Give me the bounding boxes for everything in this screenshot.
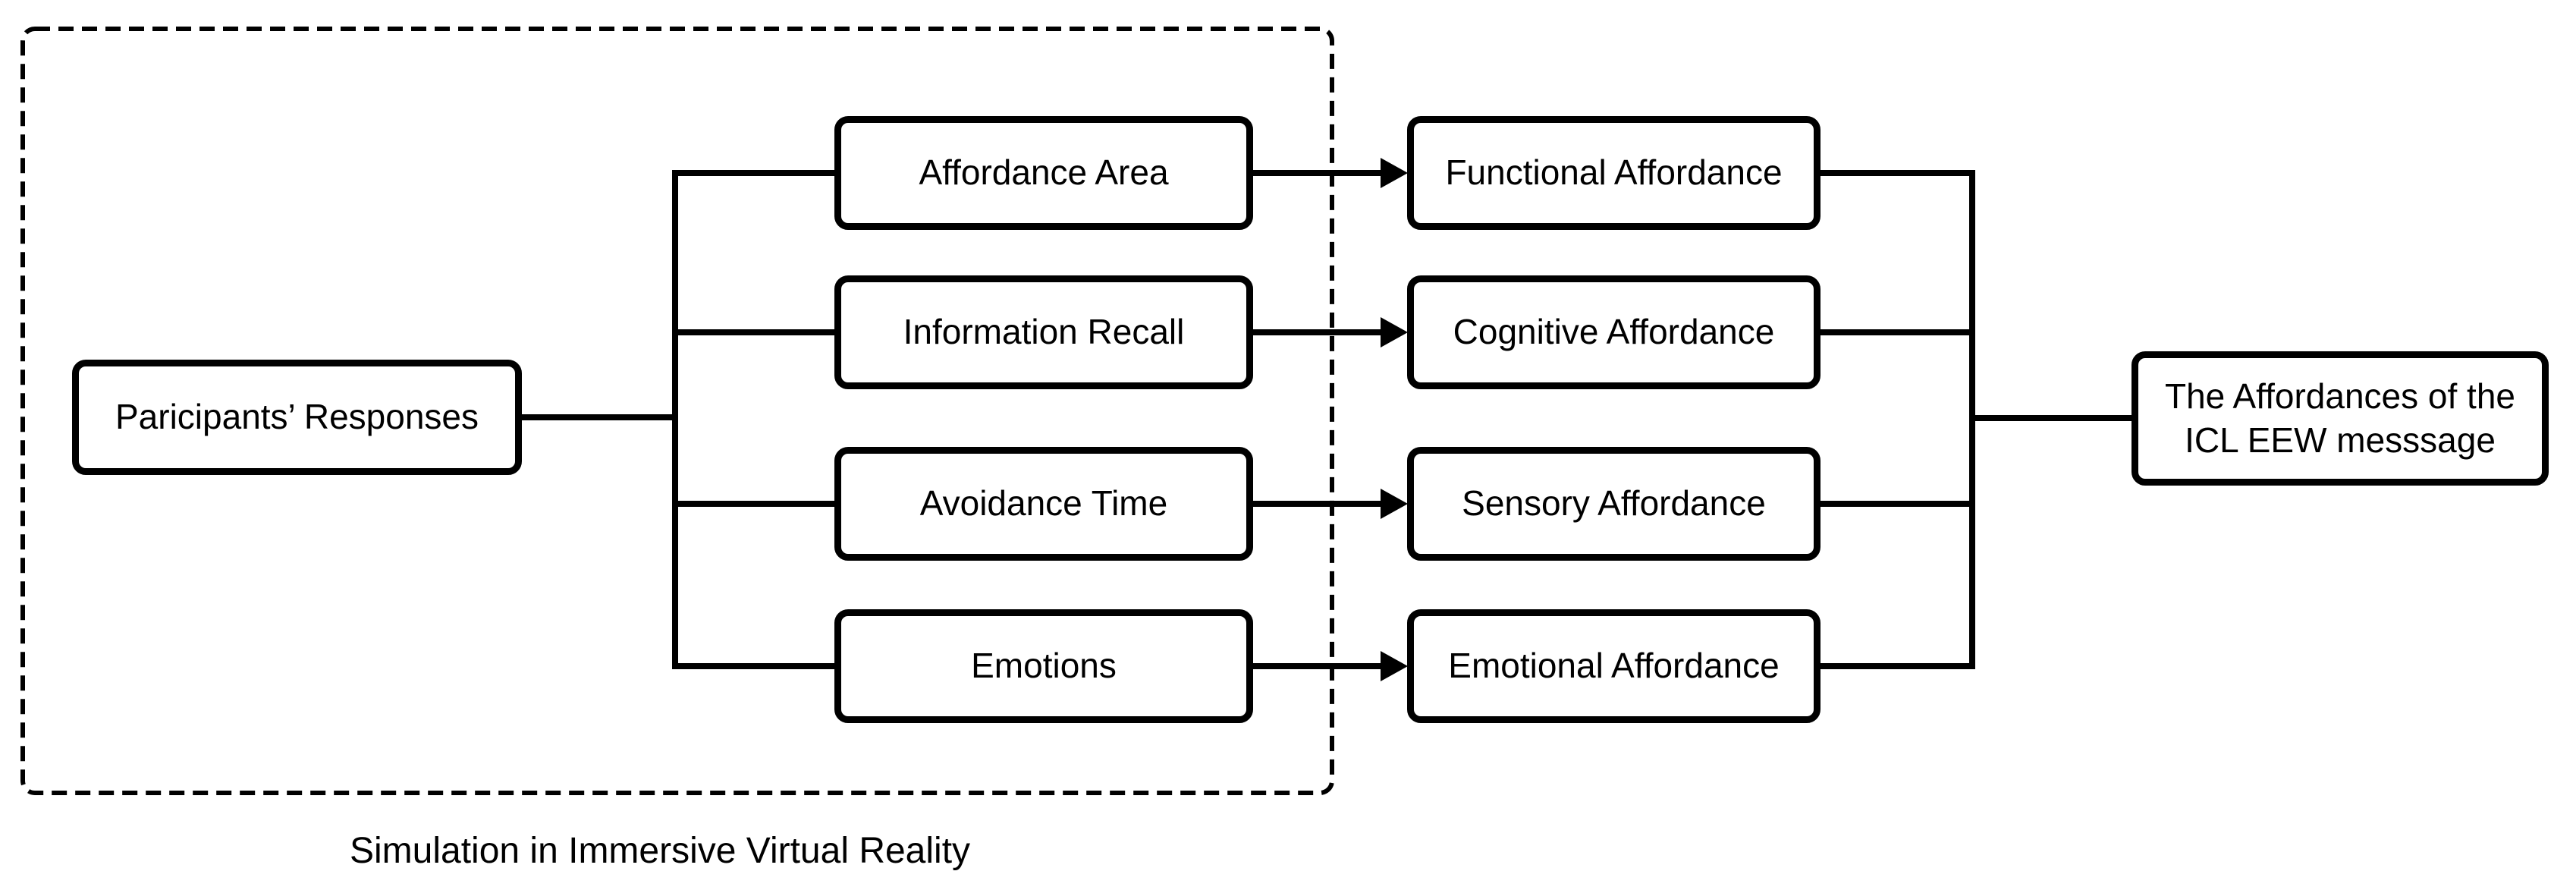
affordance-box-functional: Functional Affordance: [1407, 116, 1820, 230]
participants-responses-box: Paricipants’ Responses: [72, 360, 522, 475]
information-recall-label: Information Recall: [903, 312, 1185, 352]
cognitive-affordance-label: Cognitive Affordance: [1453, 312, 1775, 352]
emotions-to-emotional-arrow: [1253, 651, 1408, 681]
participants-responses-label: Paricipants’ Responses: [115, 397, 479, 437]
functional-affordance-label: Functional Affordance: [1445, 153, 1783, 193]
avoidance-time-to-sensory-arrow: [1253, 489, 1408, 519]
measure-box-avoidance-time: Avoidance Time: [834, 447, 1253, 561]
avoidance-time-label: Avoidance Time: [919, 483, 1168, 524]
affordance-box-sensory: Sensory Affordance: [1407, 447, 1820, 561]
emotional-affordance-label: Emotional Affordance: [1448, 646, 1780, 686]
sensory-affordance-label: Sensory Affordance: [1462, 483, 1766, 524]
vr-group-caption: Simulation in Immersive Virtual Reality: [349, 831, 971, 871]
affordance-box-cognitive: Cognitive Affordance: [1407, 275, 1820, 389]
affordance-box-emotional: Emotional Affordance: [1407, 609, 1820, 723]
arrowhead-icon: [1381, 317, 1408, 348]
measure-box-affordance-area: Affordance Area: [834, 116, 1253, 230]
outcome-label-line-2: ICL EEW messsage: [2185, 420, 2496, 460]
measure-box-information-recall: Information Recall: [834, 275, 1253, 389]
information-recall-to-cognitive-arrow: [1253, 317, 1408, 348]
affordance-area-label: Affordance Area: [919, 153, 1169, 193]
outcome-label-line-1: The Affordances of the: [2164, 376, 2516, 416]
outcome-box-icl-eew-affordances: The Affordances of the ICL EEW messsage: [2131, 351, 2549, 486]
arrowhead-icon: [1381, 489, 1408, 519]
affordance-area-to-functional-arrow: [1253, 158, 1408, 188]
emotions-label: Emotions: [971, 646, 1117, 686]
arrowhead-icon: [1381, 651, 1408, 681]
arrowhead-icon: [1381, 158, 1408, 188]
measure-box-emotions: Emotions: [834, 609, 1253, 723]
vr-group-dashed-border: [20, 27, 1334, 795]
